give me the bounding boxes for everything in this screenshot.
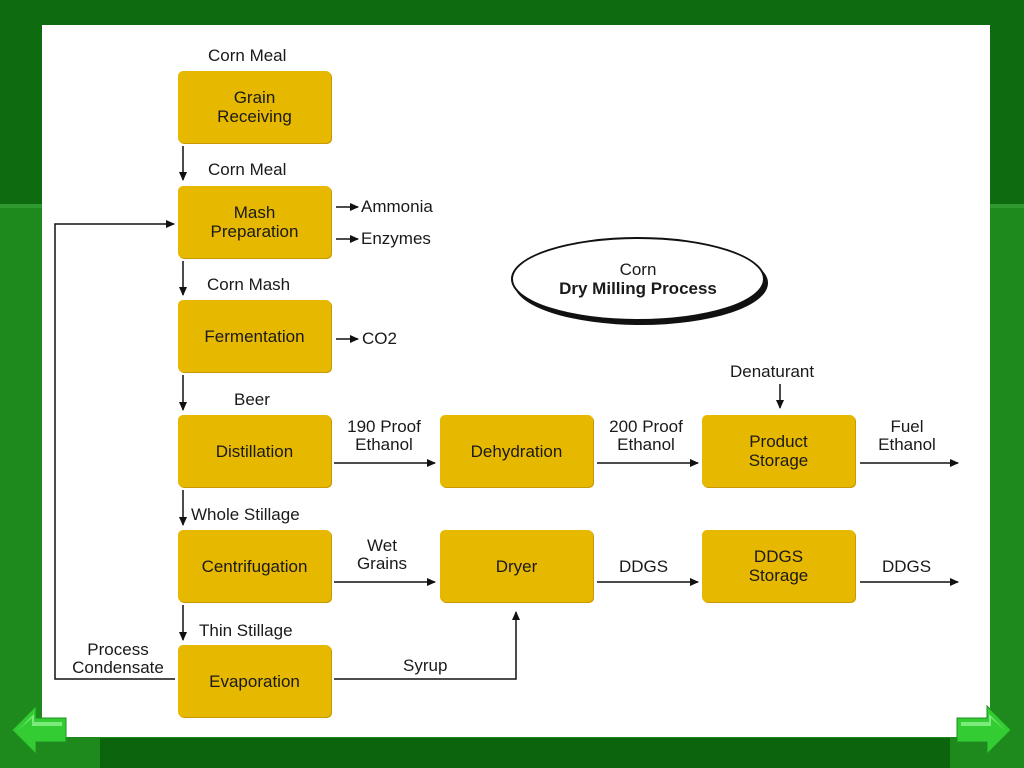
title-line-1: Corn <box>619 260 657 279</box>
label-200-proof-ethanol: 200 Proof Ethanol <box>609 417 683 454</box>
box-dryer: Dryer <box>440 530 593 602</box>
box-fermentation: Fermentation <box>178 300 331 372</box>
label-corn-mash: Corn Mash <box>207 275 291 294</box>
diagram-title: Corn Dry Milling Process <box>511 237 765 321</box>
label-190-proof-ethanol: 190 Proof Ethanol <box>347 417 421 454</box>
nav-prev-arrow-icon[interactable] <box>8 700 68 760</box>
label-ddgs-out: DDGS <box>882 557 932 576</box>
label-process-condensate: Process Condensate <box>72 640 164 677</box>
label-wet-grains: Wet Grains <box>356 536 408 573</box>
box-product-storage: Product Storage <box>702 415 855 487</box>
label-whole-stillage: Whole Stillage <box>191 505 300 524</box>
label-ammonia: Ammonia <box>361 197 433 216</box>
label-syrup: Syrup <box>403 656 448 675</box>
label-ddgs-mid: DDGS <box>619 557 669 576</box>
box-evaporation: Evaporation <box>178 645 331 717</box>
title-line-2: Dry Milling Process <box>559 279 717 298</box>
label-corn-meal: Corn Meal <box>208 160 287 179</box>
label-co2: CO2 <box>362 329 397 348</box>
label-thin-stillage: Thin Stillage <box>199 621 293 640</box>
label-beer: Beer <box>234 390 270 409</box>
label-corn-meal-top: Corn Meal <box>208 46 287 65</box>
label-fuel-ethanol: Fuel Ethanol <box>878 417 936 454</box>
nav-next-arrow-icon[interactable] <box>955 700 1015 760</box>
box-ddgs-storage: DDGS Storage <box>702 530 855 602</box>
box-grain-receiving: Grain Receiving <box>178 71 331 143</box>
background-bottom-band <box>100 738 950 768</box>
box-centrifugation: Centrifugation <box>178 530 331 602</box>
label-denaturant: Denaturant <box>730 362 815 381</box>
box-distillation: Distillation <box>178 415 331 487</box>
box-dehydration: Dehydration <box>440 415 593 487</box>
label-enzymes: Enzymes <box>361 229 431 248</box>
box-mash-preparation: Mash Preparation <box>178 186 331 258</box>
